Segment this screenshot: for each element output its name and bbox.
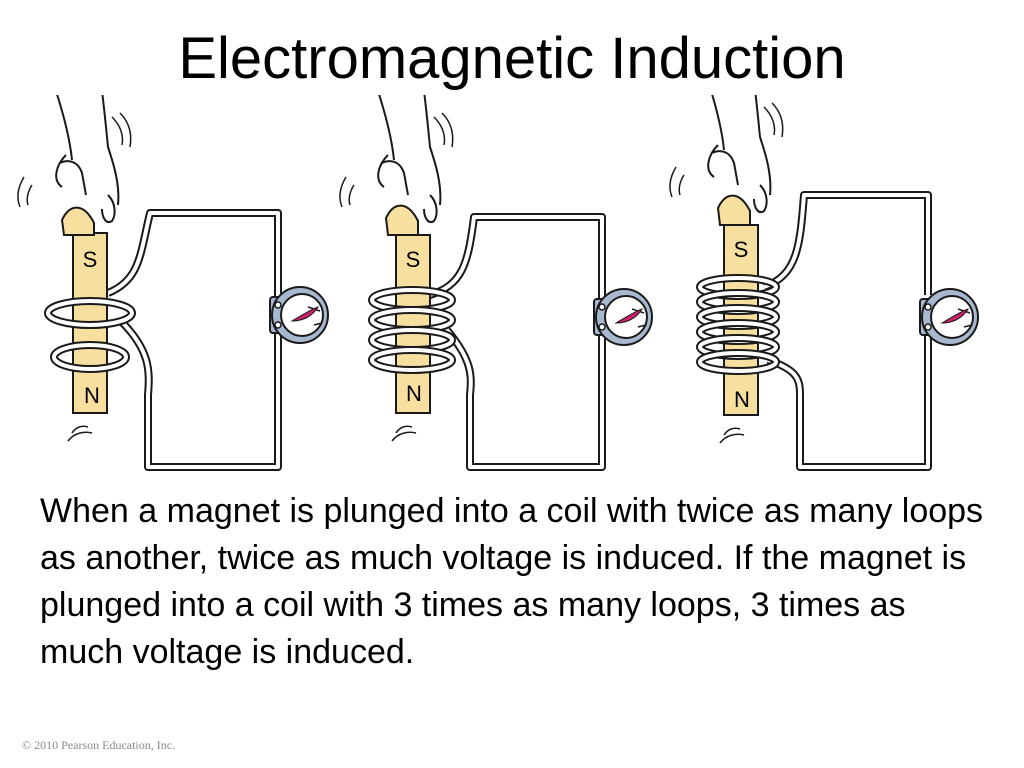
galvanometer [919, 288, 979, 346]
motion-marks [719, 427, 745, 444]
induction-illustration: S N S N [16, 95, 979, 471]
coil [44, 297, 136, 373]
magnet-north-label: N [84, 383, 100, 408]
copyright-notice: © 2010 Pearson Education, Inc. [22, 738, 176, 752]
galvanometer [593, 288, 653, 346]
motion-marks [391, 425, 417, 442]
magnet-south-label: S [406, 247, 421, 272]
panel-2: S N [338, 95, 653, 471]
hand [668, 95, 784, 214]
hand [338, 95, 454, 224]
panel-3: S N [668, 95, 979, 471]
coil [696, 274, 780, 375]
motion-marks [67, 425, 93, 442]
slide-title: Electromagnetic Induction [178, 26, 846, 91]
hand [16, 95, 132, 224]
magnet-south-label: S [83, 247, 98, 272]
magnet-north-label: N [734, 387, 750, 412]
explanation-text: When a magnet is plunged into a coil wit… [40, 492, 984, 671]
galvanometer [269, 286, 329, 344]
magnet-north-label: N [406, 381, 422, 406]
coil [368, 286, 456, 374]
panel-1: S N [16, 95, 329, 471]
magnet-south-label: S [734, 237, 749, 262]
